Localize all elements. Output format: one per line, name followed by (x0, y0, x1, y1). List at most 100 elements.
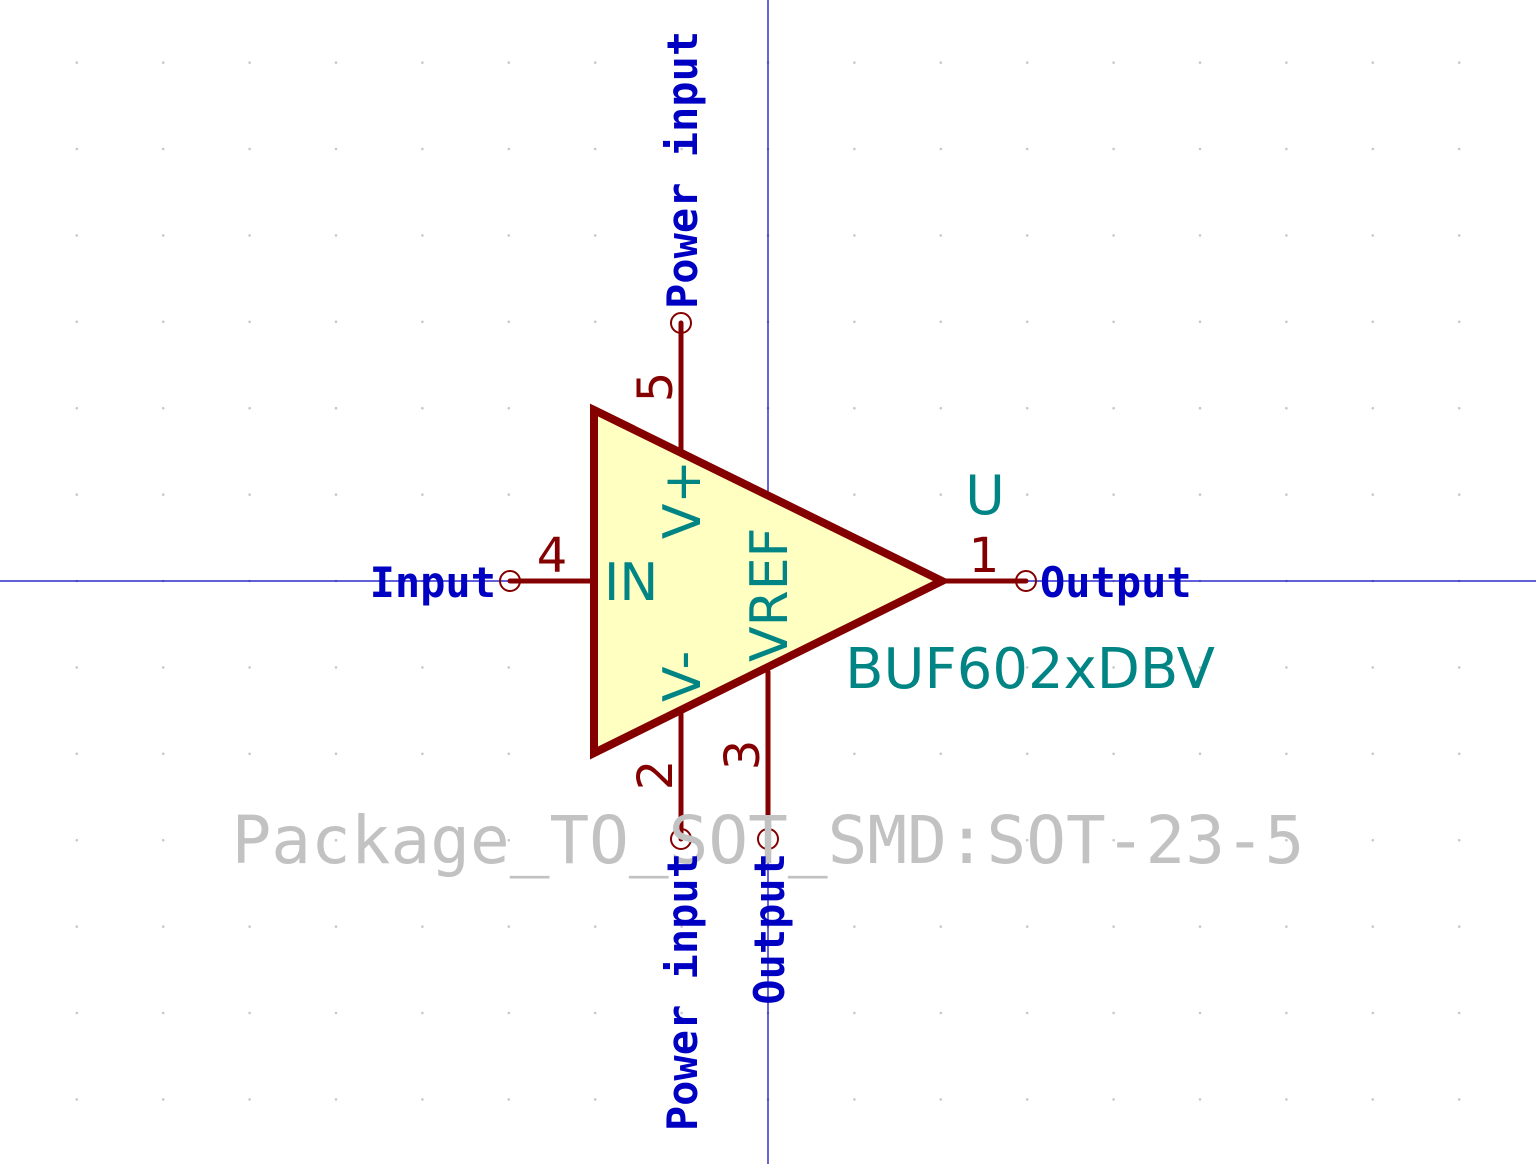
grid-dot (421, 1011, 424, 1015)
grid-dot (161, 61, 165, 64)
grid-dot (421, 925, 424, 928)
grid-dot (1285, 1011, 1288, 1015)
grid-dot (507, 234, 511, 237)
grid-dot (1112, 406, 1115, 410)
grid-dot (161, 1098, 165, 1101)
grid-dot (680, 61, 683, 64)
grid-dot (1457, 493, 1461, 496)
grid-dot (421, 666, 424, 669)
grid-dot (507, 493, 511, 496)
pin-endpoint-2[interactable] (670, 828, 692, 850)
grid-dot (421, 752, 424, 756)
grid-dot (1371, 320, 1375, 324)
grid-dot (1025, 147, 1029, 151)
grid-dot (1285, 752, 1288, 756)
grid-dot (248, 752, 251, 756)
grid-dot (248, 234, 251, 237)
pin-endpoint-4[interactable] (499, 570, 521, 592)
grid-dot (75, 493, 79, 496)
grid-dot (1025, 838, 1029, 842)
grid-dot (507, 320, 511, 324)
grid-dot (1457, 147, 1461, 151)
grid-dot (421, 61, 424, 64)
grid-dot (939, 61, 943, 64)
grid-dot (507, 752, 511, 756)
grid-dot (334, 406, 338, 410)
grid-dot (161, 925, 165, 928)
grid-dot (507, 61, 511, 64)
grid-dot (248, 406, 251, 410)
grid-dot (1285, 493, 1288, 496)
grid-dot (334, 925, 338, 928)
pin-type-5: Power input (658, 31, 707, 309)
pin-type-3: Output (745, 853, 794, 1005)
pin-endpoint-5[interactable] (670, 312, 692, 334)
grid-dot (1198, 234, 1202, 237)
grid-dot (161, 406, 165, 410)
grid-dot (1371, 1011, 1375, 1015)
grid-dot (593, 61, 597, 64)
grid-dot (593, 234, 597, 237)
grid-dot (1198, 752, 1202, 756)
grid-dot (75, 147, 79, 151)
grid-dot (248, 147, 251, 151)
grid-dot (1198, 406, 1202, 410)
pin-endpoints (499, 312, 1037, 850)
grid-dot (248, 1011, 251, 1015)
grid-dot (1371, 493, 1375, 496)
grid-dot (334, 61, 338, 64)
grid-dot (853, 320, 856, 324)
grid-dot (1198, 1011, 1202, 1015)
grid-dot (421, 493, 424, 496)
grid-dot (507, 147, 511, 151)
grid-dot (334, 234, 338, 237)
component-reference: U (965, 464, 1005, 527)
grid-dot (593, 147, 597, 151)
grid-dot (421, 147, 424, 151)
grid-dot (1112, 1098, 1115, 1101)
pin-lines (507, 320, 1029, 842)
grid-dot (334, 1098, 338, 1101)
pin-type-2: Power input (658, 853, 707, 1131)
grid-dot (1198, 493, 1202, 496)
grid-dot (1198, 838, 1202, 842)
grid-dot (1371, 752, 1375, 756)
grid-dot (853, 925, 856, 928)
grid-dot (593, 320, 597, 324)
grid-dot (161, 752, 165, 756)
grid-dot (853, 61, 856, 64)
grid-dot (507, 666, 511, 669)
grid-dot (1371, 1098, 1375, 1101)
grid-dot (939, 147, 943, 151)
buffer-body-triangle[interactable] (590, 403, 952, 760)
grid-dot (1025, 1098, 1029, 1101)
grid-dot (1198, 147, 1202, 151)
grid-dot (1371, 234, 1375, 237)
grid-dot (939, 925, 943, 928)
grid-dot (1198, 320, 1202, 324)
grid-dot (1112, 61, 1115, 64)
grid-dot (680, 147, 683, 151)
pin-endpoint-3[interactable] (757, 828, 779, 850)
pin-name-v-plus: V+ (653, 460, 713, 539)
pin-endpoint-1[interactable] (1015, 570, 1037, 592)
grid-dot (75, 406, 79, 410)
grid-dot (1112, 838, 1115, 842)
grid-dot (853, 666, 856, 669)
grid-dot (1457, 666, 1461, 669)
grid-dot (507, 406, 511, 410)
grid-dot (334, 320, 338, 324)
grid-dot (248, 61, 251, 64)
grid-dot (507, 1098, 511, 1101)
grid-dot (593, 1098, 597, 1101)
grid-dot (1112, 493, 1115, 496)
grid-dot (939, 1011, 943, 1015)
grid-dot (939, 666, 943, 669)
grid-dot (75, 752, 79, 756)
grid-dot (1285, 838, 1288, 842)
grid-dot (1198, 925, 1202, 928)
grid-dot (1025, 666, 1029, 669)
grid-dot (75, 925, 79, 928)
grid-dot (1025, 406, 1029, 410)
